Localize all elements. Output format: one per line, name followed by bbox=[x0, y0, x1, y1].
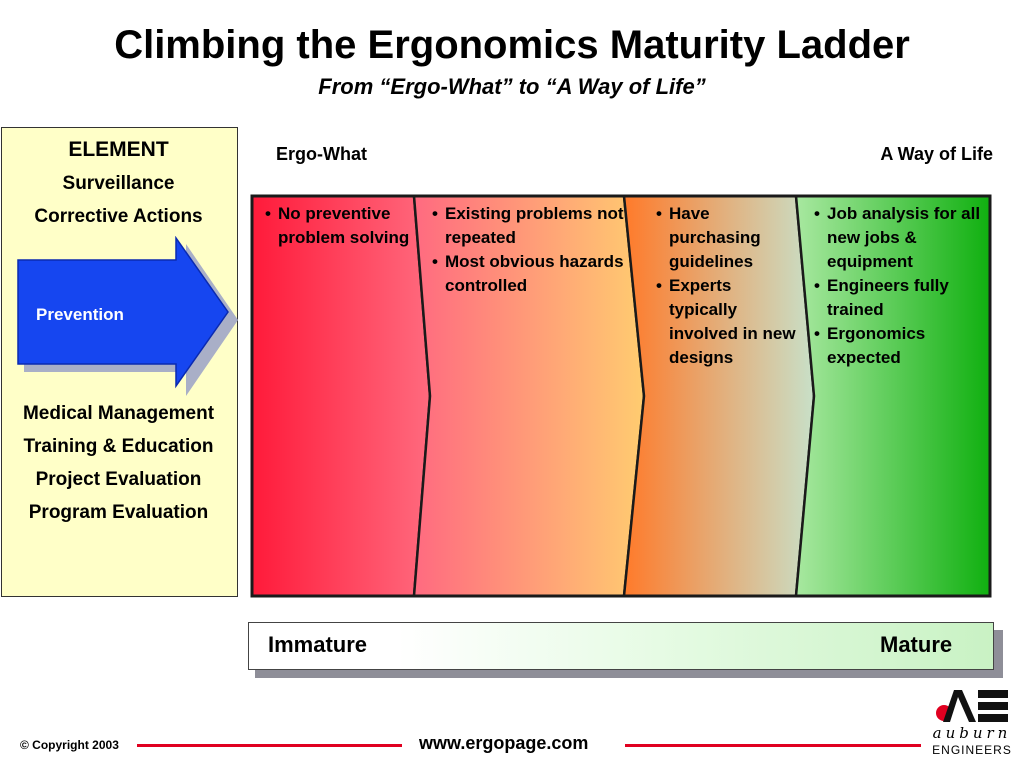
element-program-evaluation: Program Evaluation bbox=[28, 502, 209, 523]
stage-4-bullet: Engineers fully trained bbox=[814, 274, 986, 322]
stage-1-bullets: No preventive problem solving bbox=[265, 202, 413, 250]
element-corrective-actions: Corrective Actions bbox=[34, 206, 203, 227]
scale-label-right: A Way of Life bbox=[880, 144, 993, 164]
element-heading: ELEMENT bbox=[68, 138, 169, 161]
maturity-bar bbox=[248, 622, 994, 670]
stage-1-band bbox=[250, 194, 432, 598]
footer-url-link[interactable]: www.ergopage.com bbox=[419, 733, 589, 753]
logo-engineers-text: ENGINEERS bbox=[932, 743, 1012, 757]
page-title: Climbing the Ergonomics Maturity Ladder bbox=[114, 23, 910, 67]
auburn-engineers-logo: auburn ENGINEERS bbox=[926, 688, 1018, 764]
copyright-text: © Copyright 2003 bbox=[20, 738, 119, 752]
stages-frame bbox=[250, 194, 992, 598]
prevention-label: Prevention bbox=[36, 305, 124, 324]
stage-2-bullet: Existing problems not repeated bbox=[432, 202, 627, 250]
footer-rule-left bbox=[137, 744, 402, 747]
stage-2-bullets: Existing problems not repeated Most obvi… bbox=[432, 202, 627, 298]
stage-3-bullet: Experts typically involved in new design… bbox=[656, 274, 796, 370]
footer-rule-right bbox=[625, 744, 921, 747]
logo-ae-mark-icon bbox=[936, 690, 1008, 722]
prevention-arrow bbox=[17, 236, 238, 396]
element-surveillance: Surveillance bbox=[62, 173, 175, 194]
stage-1-bullet: No preventive problem solving bbox=[265, 202, 413, 250]
logo-auburn-text: auburn bbox=[932, 724, 1012, 742]
immature-label: Immature bbox=[268, 632, 368, 657]
stage-4-bullet: Job analysis for all new jobs & equipmen… bbox=[814, 202, 986, 274]
stage-4-bullets: Job analysis for all new jobs & equipmen… bbox=[814, 202, 986, 370]
stage-4-bullet: Ergonomics expected bbox=[814, 322, 986, 370]
stage-3-bullet: Have purchasing guidelines bbox=[656, 202, 796, 274]
page-subtitle: From “Ergo-What” to “A Way of Life” bbox=[318, 74, 706, 99]
element-medical-management: Medical Management bbox=[22, 403, 215, 424]
element-project-evaluation: Project Evaluation bbox=[35, 469, 202, 490]
stage-3-bullets: Have purchasing guidelines Experts typic… bbox=[656, 202, 796, 370]
stage-2-bullet: Most obvious hazards controlled bbox=[432, 250, 627, 298]
mature-label: Mature bbox=[880, 632, 953, 657]
element-training-education: Training & Education bbox=[23, 436, 214, 457]
scale-label-left: Ergo-What bbox=[276, 144, 367, 164]
